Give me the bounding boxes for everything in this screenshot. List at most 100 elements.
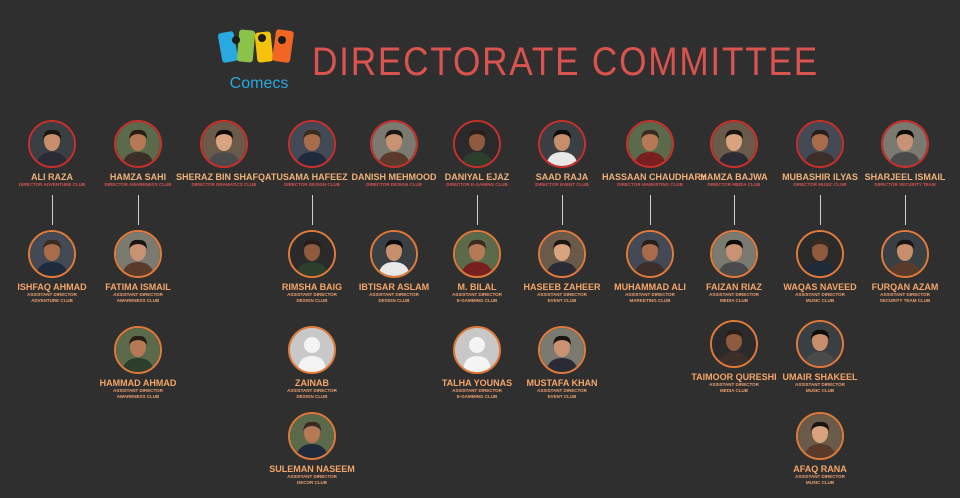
connector-line	[477, 195, 478, 225]
page-title: DIRECTORATE COMMITTEE	[312, 40, 819, 84]
member-role: ASSISTANT DIRECTOR	[537, 292, 587, 297]
avatar	[796, 230, 844, 278]
member-role: MEDIA CLUB	[719, 387, 749, 393]
member-name: SHARJEEL ISMAIL	[864, 172, 946, 182]
member-name: UMAIR SHAKEEL	[782, 372, 858, 382]
avatar	[200, 120, 248, 168]
member-role: MARKETING CLUB	[629, 297, 671, 303]
avatar	[288, 230, 336, 278]
member-role: ASSISTANT DIRECTOR	[369, 292, 419, 297]
member-name: WAQAS NAVEED	[783, 282, 857, 292]
member-role: DIRECTOR SECURITY TEAM	[874, 182, 936, 187]
connector-line	[312, 195, 313, 225]
member-name: HAMZA SAHI	[109, 172, 167, 182]
member-role: DIRECTOR MARKETING CLUB	[617, 182, 683, 187]
member-name: HAMMAD AHMAD	[99, 378, 177, 388]
member-role: DIRECTOR DESIGN CLUB	[366, 182, 422, 187]
member-role: ASSISTANT DIRECTOR	[113, 388, 163, 393]
member-role: ASSISTANT DIRECTOR	[452, 292, 502, 297]
member-role: DIRECTOR E-GAMING CLUB	[446, 182, 508, 187]
avatar	[114, 326, 162, 374]
member-role: DECOR CLUB	[297, 479, 327, 485]
member-name: HASEEB ZAHEER	[523, 282, 601, 292]
avatar	[28, 120, 76, 168]
avatar	[28, 230, 76, 278]
connector-line	[562, 195, 563, 225]
member-name: ZAINAB	[295, 378, 329, 388]
member-name: FAIZAN RIAZ	[706, 282, 762, 292]
svg-text:Comecs: Comecs	[230, 75, 289, 92]
avatar	[796, 320, 844, 368]
member-role: MEDIA CLUB	[719, 297, 749, 303]
member-role: ASSISTANT DIRECTOR	[625, 292, 675, 297]
member-name: HASSAAN CHAUDHARY	[602, 172, 707, 182]
member-name: HAMZA BAJWA	[700, 172, 768, 182]
avatar	[796, 120, 844, 168]
avatar	[453, 230, 501, 278]
member-role: ASSISTANT DIRECTOR	[452, 388, 502, 393]
avatar	[710, 230, 758, 278]
member-role: DESIGN CLUB	[296, 393, 328, 399]
member-name: ALI RAZA	[31, 172, 73, 182]
member-role: SECURITY TEAM CLUB	[879, 297, 931, 303]
member-name: USAMA HAFEEZ	[276, 172, 348, 182]
member-name: DANISH MEHMOOD	[351, 172, 437, 182]
member-role: AWARENESS CLUB	[116, 297, 160, 303]
avatar	[538, 326, 586, 374]
avatar	[796, 412, 844, 460]
member-role: MUSIC CLUB	[805, 297, 835, 303]
avatar	[881, 120, 929, 168]
member-role: ASSISTANT DIRECTOR	[709, 382, 759, 387]
member-name: SULEMAN NASEEM	[269, 464, 355, 474]
member-role: E-GAMMING CLUB	[456, 393, 498, 399]
connector-line	[734, 195, 735, 225]
avatar	[626, 120, 674, 168]
member-name: TAIMOOR QURESHI	[691, 372, 777, 382]
member-role: DIRECTOR MUSIC CLUB	[793, 182, 847, 187]
avatar	[538, 120, 586, 168]
member-name: AFAQ RANA	[793, 464, 847, 474]
member-name: SHERAZ BIN SHAFQAT	[176, 172, 277, 182]
member-role: ASSISTANT DIRECTOR	[287, 292, 337, 297]
member-role: ADVENTURE CLUB	[31, 297, 73, 303]
member-role: DIRECTOR DRAMATICS CLUB	[191, 182, 257, 187]
member-role: ASSISTANT DIRECTOR	[537, 388, 587, 393]
avatar	[881, 230, 929, 278]
member-role: ASSISTANT DIRECTOR	[880, 292, 930, 297]
member-role: DIRECTOR DESIGN CLUB	[284, 182, 340, 187]
member-name: MUBASHIR ILYAS	[782, 172, 858, 182]
member-name: MUSTAFA KHAN	[526, 378, 598, 388]
member-name: RIMSHA BAIG	[281, 282, 343, 292]
member-role: EVENT CLUB	[547, 297, 577, 303]
comecs-logo: Comecs	[217, 29, 294, 92]
member-role: ASSISTANT DIRECTOR	[113, 292, 163, 297]
member-role: ASSISTANT DIRECTOR	[287, 474, 337, 479]
member-role: DESIGN CLUB	[296, 297, 328, 303]
member-role: ASSISTANT DIRECTOR	[287, 388, 337, 393]
avatar	[114, 120, 162, 168]
member-role: MUSIC CLUB	[805, 479, 835, 485]
member-role: DIRECTOR ADVENTURE CLUB	[18, 182, 86, 187]
member-role: DIRECTOR MEDIA CLUB	[707, 182, 761, 187]
avatar	[288, 120, 336, 168]
member-name: ISHFAQ AHMAD	[17, 282, 87, 292]
